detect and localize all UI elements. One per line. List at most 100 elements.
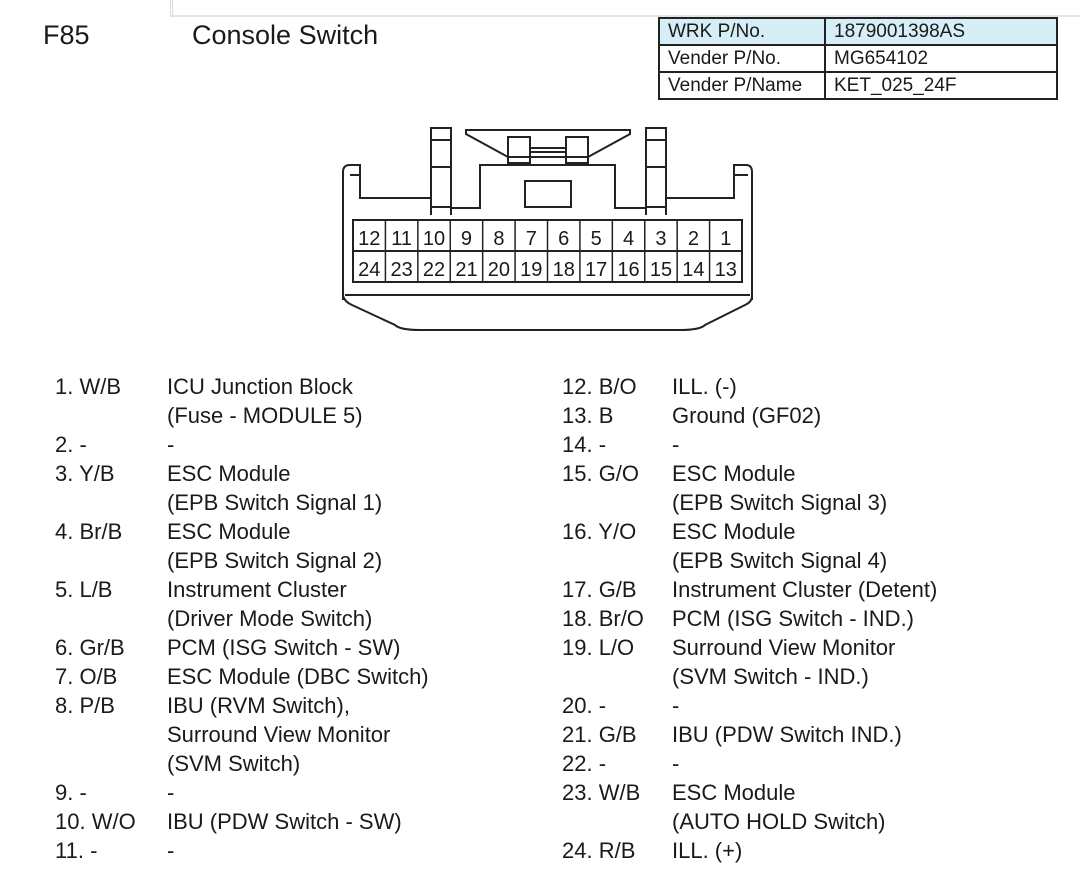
pin-entry: 16. Y/O ESC Module (EPB Switch Signal 4): [562, 517, 937, 575]
pin-wire: 14. -: [562, 432, 607, 457]
pin-wire: 21. G/B: [562, 722, 637, 747]
pin-number: 22: [423, 259, 445, 281]
pin-number: 9: [461, 228, 472, 250]
pin-wire: 20. -: [562, 693, 607, 718]
pin-number: 17: [585, 259, 607, 281]
connector-title: Console Switch: [192, 20, 379, 50]
pin-entry: 20. - -: [562, 691, 937, 720]
pin-entry: 9. - -: [55, 778, 429, 807]
pin-number: 3: [655, 228, 666, 250]
pin-entry: 3. Y/B ESC Module (EPB Switch Signal 1): [55, 459, 429, 517]
pin-wire: 17. G/B: [562, 577, 637, 602]
pin-number: 20: [488, 259, 510, 281]
pin-wire: 23. W/B: [562, 780, 641, 805]
pin-wire: 10. W/O: [55, 809, 136, 834]
pin-description: PCM (ISG Switch - IND.): [672, 606, 915, 631]
pin-number: 10: [423, 228, 445, 250]
pin-wire: 6. Gr/B: [55, 635, 125, 660]
pin-wire: 1. W/B: [55, 374, 122, 399]
pin-entry: 21. G/B IBU (PDW Switch IND.): [562, 720, 937, 749]
table-row: Vender P/No.MG654102: [658, 44, 1058, 73]
pin-description: IBU (RVM Switch), Surround View Monitor …: [167, 693, 391, 776]
pin-wire: 24. R/B: [562, 838, 636, 863]
pin-description: Instrument Cluster (Driver Mode Switch): [167, 577, 373, 631]
pin-description: -: [167, 838, 175, 863]
pin-wire: 2. -: [55, 432, 87, 457]
pin-list-left: 1. W/B ICU Junction Block (Fuse - MODULE …: [55, 372, 429, 865]
pin-number: 23: [391, 259, 413, 281]
pin-number: 11: [391, 228, 412, 250]
pin-description: Surround View Monitor (SVM Switch - IND.…: [672, 635, 896, 689]
pin-wire: 4. Br/B: [55, 519, 123, 544]
pin-entry: 4. Br/B ESC Module (EPB Switch Signal 2): [55, 517, 429, 575]
pin-entry: 1. W/B ICU Junction Block (Fuse - MODULE …: [55, 372, 429, 430]
pin-number: 8: [493, 228, 504, 250]
pin-number: 14: [682, 259, 704, 281]
pin-number: 1: [720, 228, 731, 250]
pin-wire: 13. B: [562, 403, 614, 428]
pin-entry: 23. W/B ESC Module (AUTO HOLD Switch): [562, 778, 937, 836]
pin-number: 12: [358, 228, 380, 250]
pin-wire: 5. L/B: [55, 577, 113, 602]
part-info-table: WRK P/No.1879001398AS Vender P/No.MG6541…: [658, 17, 1058, 100]
table-row: WRK P/No.1879001398AS: [658, 17, 1058, 46]
pin-wire: 16. Y/O: [562, 519, 637, 544]
pin-description: ESC Module (EPB Switch Signal 3): [672, 461, 888, 515]
pin-description: IBU (PDW Switch - SW): [167, 809, 402, 834]
row-value: KET_025_24F: [824, 71, 1058, 100]
pin-description: -: [167, 780, 175, 805]
pin-number: 6: [558, 228, 569, 250]
pin-entry: 2. --: [55, 430, 429, 459]
page-frame-edge: [22, 0, 173, 16]
pin-description: ILL. (+): [672, 838, 743, 863]
row-label: WRK P/No.: [658, 17, 826, 46]
row-label: Vender P/Name: [658, 71, 826, 100]
pin-number: 5: [591, 228, 602, 250]
pin-entry: 11. - -: [55, 836, 429, 865]
pin-entry: 19. L/O Surround View Monitor (SVM Switch…: [562, 633, 937, 691]
pin-number: 16: [617, 259, 639, 281]
pin-wire: 15. G/O: [562, 461, 640, 486]
pin-description: ESC Module (EPB Switch Signal 1): [167, 461, 383, 515]
pin-description: ESC Module (EPB Switch Signal 2): [167, 519, 383, 573]
pin-description: -: [672, 693, 680, 718]
pin-description: IBU (PDW Switch IND.): [672, 722, 902, 747]
pin-entry: 8. P/B IBU (RVM Switch), Surround View Mo…: [55, 691, 429, 778]
pin-description: PCM (ISG Switch - SW): [167, 635, 401, 660]
pin-wire: 19. L/O: [562, 635, 635, 660]
pin-description: -: [672, 751, 680, 776]
pin-description: ESC Module (DBC Switch): [167, 664, 429, 689]
pin-number: 24: [358, 259, 380, 281]
connector-code: F85: [43, 20, 90, 50]
pin-description: ILL. (-): [672, 374, 737, 399]
pin-entry: 10. W/O IBU (PDW Switch - SW): [55, 807, 429, 836]
pin-number: 15: [650, 259, 672, 281]
pin-description: ICU Junction Block (Fuse - MODULE 5): [167, 374, 363, 428]
pin-description: Ground (GF02): [672, 403, 822, 428]
pin-entry: 15. G/O ESC Module (EPB Switch Signal 3): [562, 459, 937, 517]
pin-number: 19: [520, 259, 542, 281]
pin-entry: 14. - -: [562, 430, 937, 459]
pin-description: -: [672, 432, 680, 457]
pin-entry: 12. B/O ILL. (-): [562, 372, 937, 401]
row-value: 1879001398AS: [824, 17, 1058, 46]
pin-wire: 11. -: [55, 838, 98, 863]
pin-wire: 3. Y/B: [55, 461, 115, 486]
pin-description: Instrument Cluster (Detent): [672, 577, 938, 602]
pin-number: 21: [455, 259, 477, 281]
pin-wire: 8. P/B: [55, 693, 115, 718]
pin-wire: 9. -: [55, 780, 87, 805]
page-frame-edge: [170, 0, 1080, 17]
row-value: MG654102: [824, 44, 1058, 73]
pin-entry: 5. L/B Instrument Cluster (Driver Mode Sw…: [55, 575, 429, 633]
pin-description: ESC Module (EPB Switch Signal 4): [672, 519, 888, 573]
pin-description: ESC Module (AUTO HOLD Switch): [672, 780, 886, 834]
row-label: Vender P/No.: [658, 44, 826, 73]
pin-entry: 18. Br/O PCM (ISG Switch - IND.): [562, 604, 937, 633]
pin-wire: 7. O/B: [55, 664, 118, 689]
pin-wire: 12. B/O: [562, 374, 637, 399]
pin-wire: 22. -: [562, 751, 607, 776]
pin-wire: 18. Br/O: [562, 606, 644, 631]
